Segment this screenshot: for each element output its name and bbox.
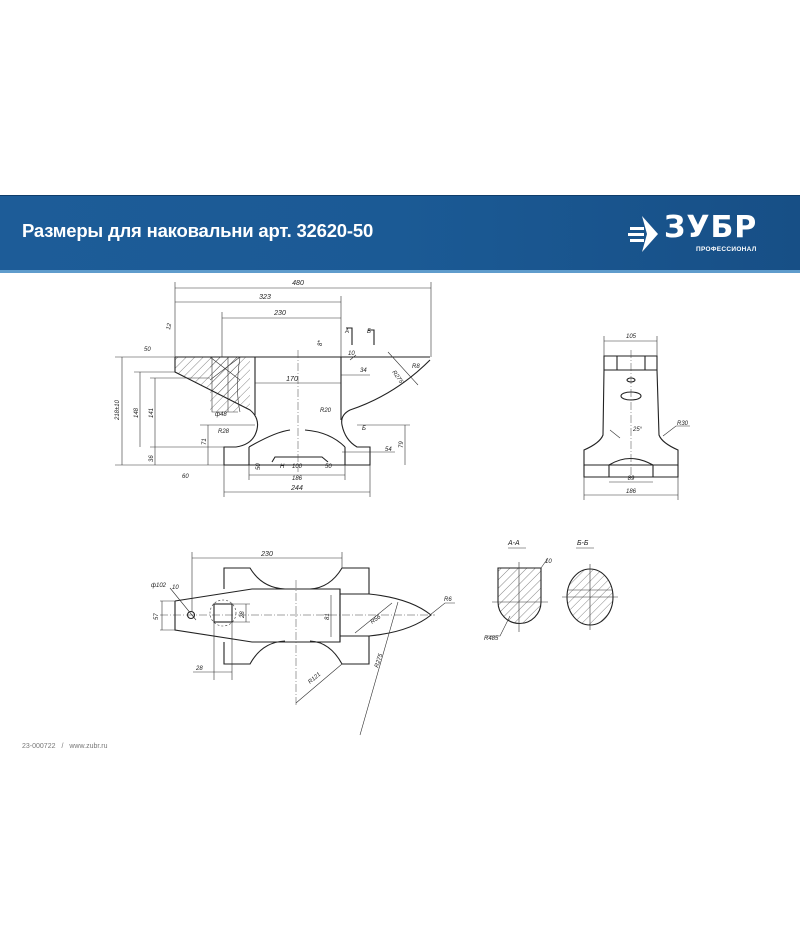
section-mark-a: А [344, 329, 349, 335]
dim-8: 8* [318, 340, 324, 346]
end-radius-30: R30 [677, 421, 689, 427]
end-view: 105 25° R30 89 186 [583, 334, 690, 500]
dim-244: 244 [290, 485, 303, 492]
dim-218: 218±10 [115, 399, 121, 421]
dim-230: 230 [273, 310, 286, 317]
zubr-logo: ЗУБР ПРОФЕССИОНАЛ [628, 210, 778, 258]
top-radius-6: R6 [444, 597, 452, 603]
dim-10: 10 [348, 351, 355, 357]
section-mark-b: Б [367, 329, 371, 335]
top-dim-28b: 28 [240, 611, 246, 619]
top-view: 230 ф102 10 57 28 28 81 R56 R6 R275 R121 [151, 551, 455, 736]
page-title: Размеры для наковальни арт. 32620-50 [22, 220, 374, 241]
dim-170: 170 [286, 376, 298, 383]
front-view: 480 323 230 170 8* 10 34 R275 R8 R20 R28… [115, 280, 432, 497]
website-link[interactable]: www.zubr.ru [69, 743, 108, 750]
end-dim-186: 186 [626, 489, 637, 495]
radius-275: R275 [390, 370, 404, 386]
dim-148: 148 [134, 407, 140, 418]
top-dim-28a: 28 [195, 666, 203, 672]
top-radius-121: R121 [307, 672, 322, 686]
dim-54: 54 [385, 447, 392, 453]
dim-50: 50 [256, 463, 262, 470]
dim-36: 36 [149, 455, 155, 462]
dim-480: 480 [292, 280, 304, 287]
end-dim-89: 89 [628, 476, 635, 482]
dim-141: 141 [149, 408, 155, 418]
dim-34: 34 [360, 368, 367, 374]
top-dim-230: 230 [260, 551, 273, 558]
top-radius-275: R275 [374, 652, 384, 668]
finish-50: 50 [325, 464, 332, 470]
dim-71: 71 [202, 438, 208, 445]
footer: 23-000722 / www.zubr.ru [22, 743, 111, 750]
finish-50-top: 50 [144, 347, 151, 353]
section-aa-title: А-А [507, 540, 520, 547]
section-aa-dim-10: 10 [545, 559, 552, 565]
dim-100: 100 [292, 464, 303, 470]
section-aa-radius-485: R485 [484, 636, 499, 642]
end-angle-25: 25° [632, 427, 643, 433]
sections: А-А 10 R485 Б-Б [484, 540, 618, 642]
finish-12: 12 [166, 322, 173, 330]
top-radius-56: R56 [370, 614, 383, 626]
top-dim-57: 57 [154, 613, 160, 620]
radius-28: R28 [218, 429, 230, 435]
header-banner: Размеры для наковальни арт. 32620-50 ЗУБ… [0, 195, 800, 273]
radius-20: R20 [320, 408, 332, 414]
radius-8: R8 [412, 364, 420, 370]
finish-60: 60 [182, 474, 189, 480]
logo-subtitle: ПРОФЕССИОНАЛ [696, 246, 757, 253]
article-number: 23-000722 [22, 743, 56, 750]
top-diameter-102: ф102 [151, 583, 167, 589]
top-dim-81: 81 [325, 613, 331, 620]
top-dim-10: 10 [172, 585, 179, 591]
h-label: H [280, 464, 285, 470]
end-dim-105: 105 [626, 334, 637, 340]
diameter-48: ф48 [215, 412, 227, 418]
dim-323: 323 [259, 294, 271, 301]
zubr-arrow-logo-icon [628, 216, 658, 252]
dim-79: 79 [399, 441, 405, 448]
footer-separator: / [61, 743, 64, 750]
logo-brand: ЗУБР [664, 210, 758, 245]
section-mark-b-lower: Б [362, 426, 366, 432]
section-bb-title: Б-Б [577, 540, 589, 547]
dim-186: 186 [292, 476, 303, 482]
